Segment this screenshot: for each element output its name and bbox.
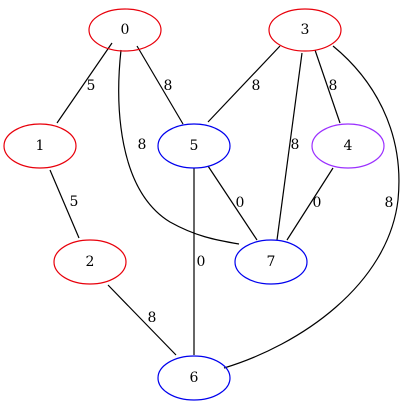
node-7[interactable]: 7 <box>234 239 308 285</box>
node-5-label: 5 <box>190 138 199 154</box>
node-6[interactable]: 6 <box>157 355 231 401</box>
edge-label-0-1: 5 <box>87 78 96 94</box>
node-4-ellipse <box>311 123 385 169</box>
node-6-ellipse <box>157 355 231 401</box>
edge-3-4 <box>314 49 341 124</box>
edge-label-2-6: 8 <box>148 310 157 326</box>
edge-label-3-4: 8 <box>329 78 338 94</box>
node-0[interactable]: 0 <box>88 8 162 52</box>
edge-0-1 <box>56 42 113 124</box>
node-1[interactable]: 1 <box>3 123 77 169</box>
nodes: 0 1 2 3 4 5 6 7 <box>3 8 385 401</box>
edge-0-7 <box>118 49 240 245</box>
edge-2-6 <box>107 284 177 356</box>
edge-1-2 <box>49 169 80 239</box>
node-2-label: 2 <box>86 254 95 270</box>
node-3[interactable]: 3 <box>268 8 342 52</box>
edge-label-0-5: 8 <box>164 78 173 94</box>
edge-label-3-7: 8 <box>291 137 300 153</box>
edge-5-7 <box>207 165 258 241</box>
edge-0-5 <box>136 45 184 125</box>
edge-3-5 <box>207 45 281 123</box>
edge-label-4-7: 0 <box>313 195 322 211</box>
edges: 5 8 8 5 8 8 8 8 8 0 0 0 <box>49 42 400 369</box>
node-3-ellipse <box>268 8 342 52</box>
edge-label-3-5: 8 <box>252 78 261 94</box>
node-5-ellipse <box>157 123 231 169</box>
edge-label-0-7: 8 <box>138 137 147 153</box>
node-6-label: 6 <box>190 370 199 386</box>
node-1-ellipse <box>3 123 77 169</box>
edge-label-5-7: 0 <box>236 195 245 211</box>
edge-3-6 <box>223 45 400 369</box>
node-5[interactable]: 5 <box>157 123 231 169</box>
node-7-label: 7 <box>267 254 276 270</box>
node-1-label: 1 <box>36 138 45 154</box>
edge-3-7 <box>276 52 303 241</box>
node-3-label: 3 <box>301 22 310 38</box>
edge-label-3-6: 8 <box>385 195 394 211</box>
node-4[interactable]: 4 <box>311 123 385 169</box>
node-2[interactable]: 2 <box>53 239 127 285</box>
edge-4-7 <box>286 167 334 241</box>
edge-label-1-2: 5 <box>70 194 79 210</box>
node-2-ellipse <box>53 239 127 285</box>
node-0-label: 0 <box>121 22 130 38</box>
node-0-ellipse <box>88 8 162 52</box>
node-4-label: 4 <box>344 138 353 154</box>
edge-label-5-6: 0 <box>197 254 206 270</box>
node-7-ellipse <box>234 239 308 285</box>
